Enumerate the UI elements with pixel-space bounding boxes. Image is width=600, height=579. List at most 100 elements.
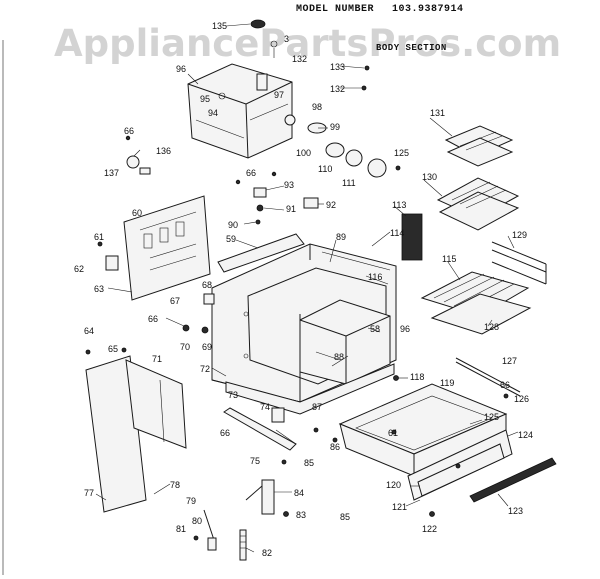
part-number: 81: [176, 524, 186, 534]
part-number: 85: [340, 512, 350, 522]
part-number: 66: [220, 428, 230, 438]
part-number: 75: [250, 456, 260, 466]
part-number: 60: [132, 208, 142, 218]
insulation-block: [401, 213, 423, 261]
part-number: 65: [108, 344, 118, 354]
leg: [261, 479, 275, 515]
part-number: 115: [442, 254, 456, 264]
watermark: AppliancePartsPros.com: [54, 22, 562, 65]
part-number: 130: [422, 172, 437, 182]
model-number-label: MODEL NUMBER: [296, 4, 375, 15]
drawer-slide: [223, 407, 297, 451]
part-number: 95: [200, 94, 210, 104]
part-number: 97: [274, 90, 284, 100]
part-number: 78: [170, 480, 180, 490]
burner-box: [187, 63, 293, 159]
part-number: 87: [312, 402, 322, 412]
part-number: 121: [392, 502, 407, 512]
storage-drawer: [338, 383, 508, 477]
part-number: 83: [296, 510, 306, 520]
part-number: 127: [502, 356, 517, 366]
part-number: 128: [484, 322, 499, 332]
part-number: 96: [176, 64, 186, 74]
part-number: 80: [192, 516, 202, 526]
part-number: 93: [284, 180, 294, 190]
part-number: 122: [422, 524, 437, 534]
part-number: 66: [500, 380, 510, 390]
part-number: 129: [512, 230, 527, 240]
part-number: 69: [202, 342, 212, 352]
part-number: 132: [292, 54, 307, 64]
part-number: 111: [342, 178, 356, 188]
part-number: 58: [370, 324, 380, 334]
leader-lines: [95, 23, 519, 553]
part-number: 94: [208, 108, 218, 118]
part-number: 61: [388, 428, 398, 438]
part-number: 88: [334, 352, 344, 362]
part-number: 68: [202, 280, 212, 290]
part-number: 77: [84, 488, 94, 498]
part-number: 123: [508, 506, 523, 516]
part-number: 70: [180, 342, 190, 352]
part-number: 132: [330, 84, 345, 94]
part-number: 137: [104, 168, 119, 178]
part-number: 125: [394, 148, 409, 158]
part-number: 110: [318, 164, 332, 174]
part-number: 125: [484, 412, 499, 422]
part-number: 99: [330, 122, 340, 132]
section-title: BODY SECTION: [376, 43, 447, 53]
part-number: 135: [212, 21, 227, 31]
part-number: 133: [330, 62, 345, 72]
broiler-pan: [436, 177, 520, 231]
part-number: 79: [186, 496, 196, 506]
part-number: 124: [518, 430, 533, 440]
part-number: 74: [260, 402, 270, 412]
part-number: 82: [262, 548, 272, 558]
back-panel: [123, 195, 211, 301]
knob-part: [250, 19, 266, 29]
part-number-labels: 135 3 132 133 132 96 97 95 94 98 99 100 …: [74, 21, 533, 558]
part-number: 126: [514, 394, 529, 404]
part-number: 66: [148, 314, 158, 324]
part-number: 84: [294, 488, 304, 498]
part-number: 61: [94, 232, 104, 242]
oven-liner: [299, 299, 391, 385]
part-number: 136: [156, 146, 171, 156]
part-number: 66: [246, 168, 256, 178]
part-number: 89: [336, 232, 346, 242]
part-number: 90: [228, 220, 238, 230]
part-number: 120: [386, 480, 401, 490]
part-number: 131: [430, 108, 445, 118]
part-number: 71: [152, 354, 162, 364]
part-number: 62: [74, 264, 84, 274]
rack-support: [491, 241, 547, 285]
part-number: 113: [392, 200, 406, 210]
model-number-value: 103.9387914: [392, 4, 464, 15]
part-number: 86: [330, 442, 340, 452]
part-number: 114: [390, 228, 404, 238]
part-number: 96: [400, 324, 410, 334]
part-number: 64: [84, 326, 94, 336]
drawer-front: [407, 429, 513, 501]
part-number: 118: [410, 372, 424, 382]
broiler-pan-insert: [444, 125, 514, 167]
drawer-trim: [469, 457, 557, 503]
part-number: 3: [284, 34, 289, 44]
part-number: 119: [440, 378, 454, 388]
part-number: 92: [326, 200, 336, 210]
top-strip: [217, 233, 305, 273]
part-number: 63: [94, 284, 104, 294]
part-number: 100: [296, 148, 311, 158]
part-number: 59: [226, 234, 236, 244]
panel-71: [125, 359, 187, 449]
part-number: 85: [304, 458, 314, 468]
part-number: 72: [200, 364, 210, 374]
bottom-frame: [225, 363, 395, 415]
oven-rack-lower: [430, 293, 532, 335]
part-number: 116: [368, 272, 382, 282]
part-number: 91: [286, 204, 296, 214]
part-number: 73: [228, 390, 238, 400]
part-number: 67: [170, 296, 180, 306]
part-number: 66: [124, 126, 134, 136]
